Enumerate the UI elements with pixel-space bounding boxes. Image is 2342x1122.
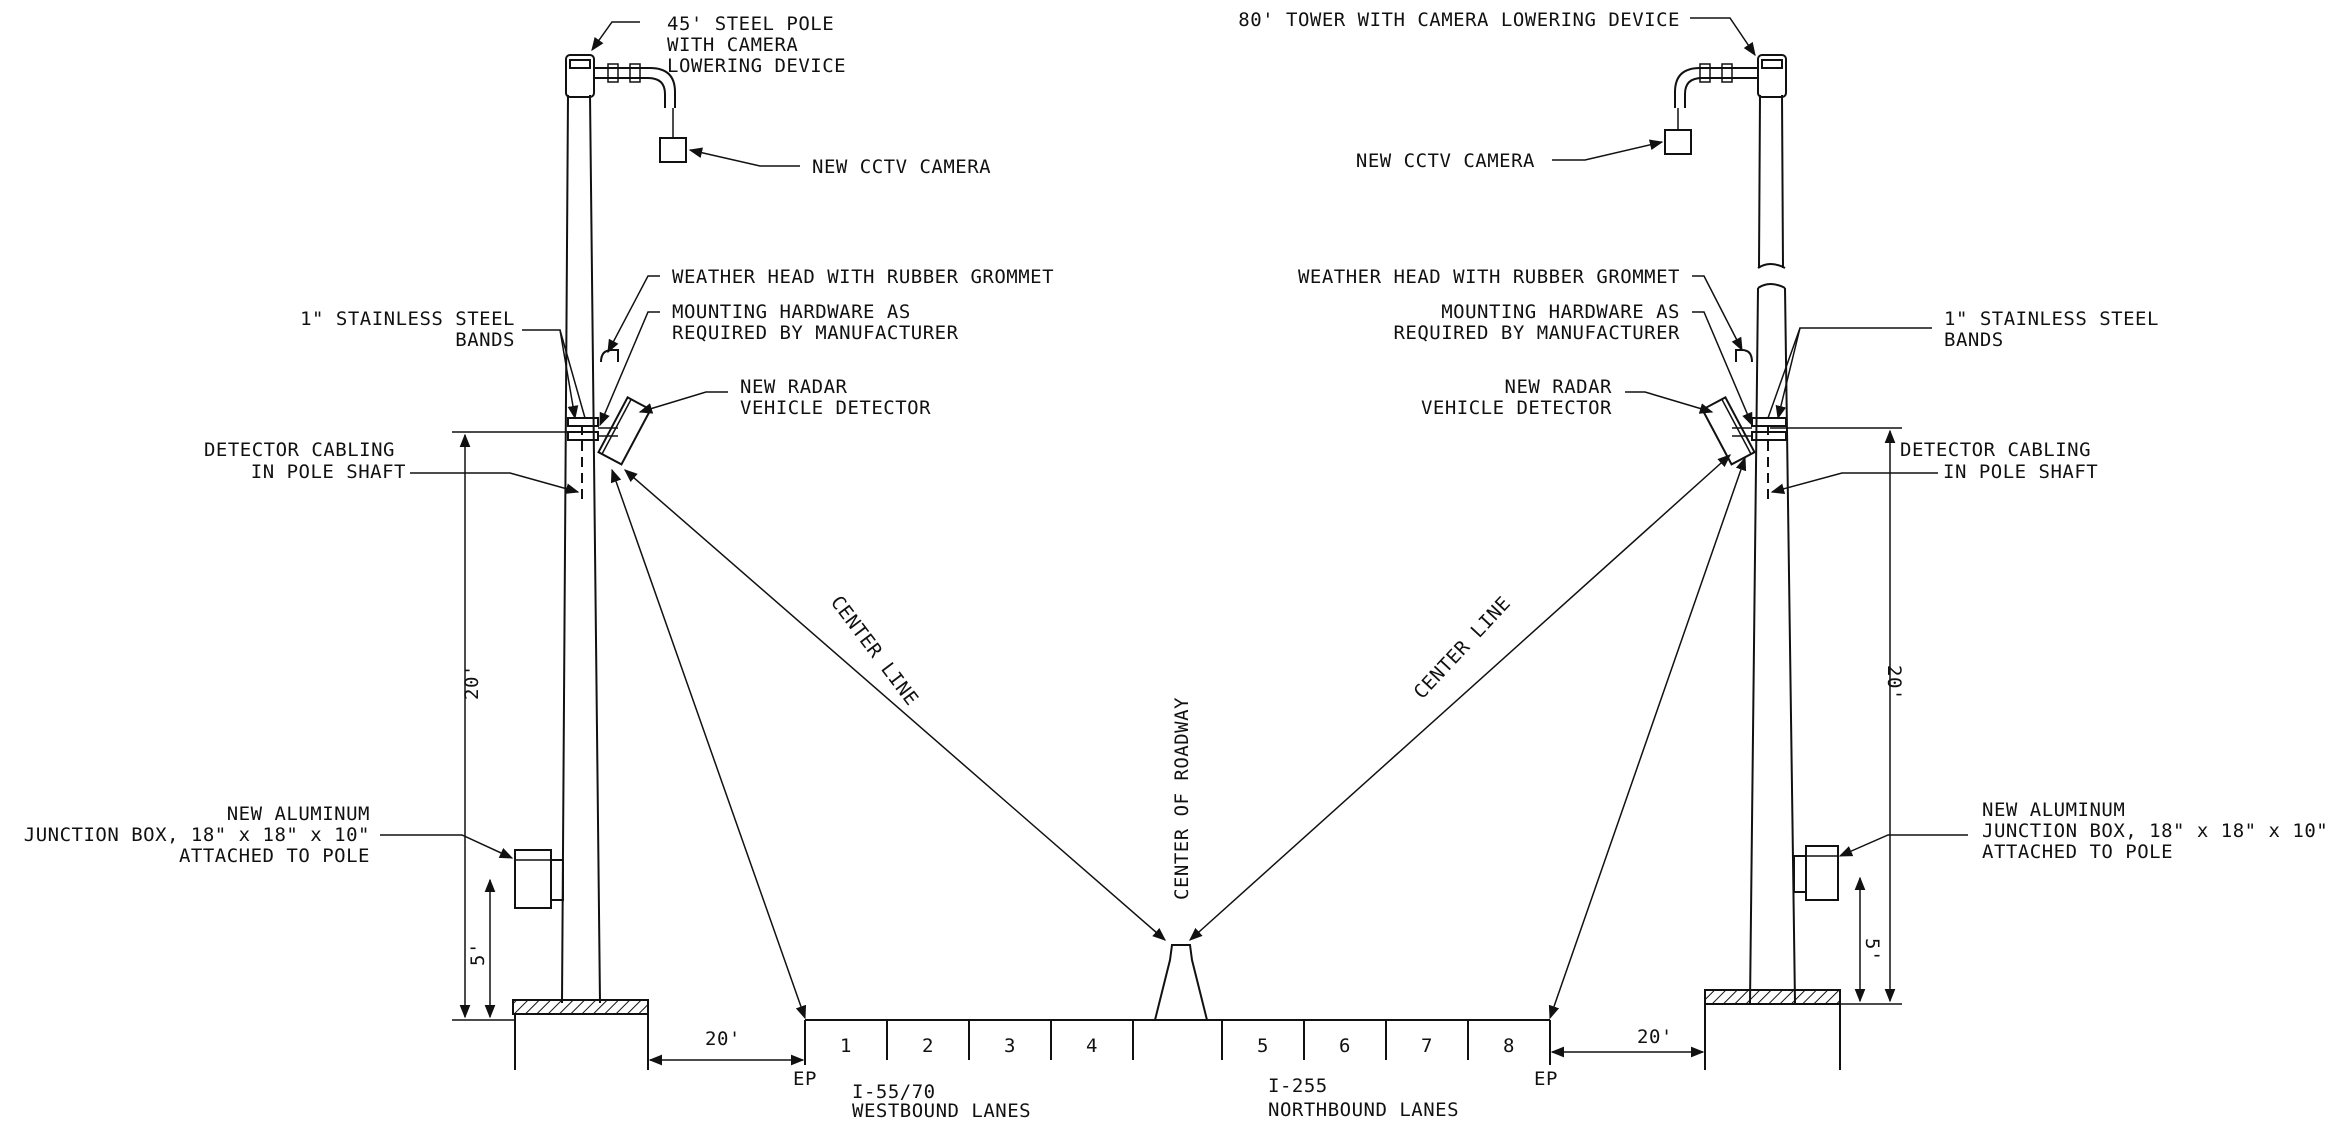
roadway	[804, 944, 1551, 1065]
right-junction-box	[1793, 845, 1839, 901]
left-radar-label: NEW RADAR	[740, 376, 848, 398]
lane-number: 7	[1421, 1035, 1433, 1057]
right-box-height-dim: 5'	[1861, 938, 1883, 962]
left-bands-label: BANDS	[455, 329, 515, 351]
westbound-route: I-55/70	[852, 1081, 936, 1103]
lane-number: 1	[840, 1035, 852, 1057]
left-box-height-dim: 5'	[467, 942, 489, 966]
lane-number: 5	[1257, 1035, 1269, 1057]
left-height-dim: 20'	[461, 664, 483, 700]
center-line-label-right: CENTER LINE	[1410, 592, 1516, 703]
westbound-lanes-label: WESTBOUND LANES	[852, 1100, 1031, 1122]
median-barrier	[1154, 944, 1208, 1021]
left-junction-box-label: NEW ALUMINUM	[227, 803, 370, 825]
right-junction-box-label: NEW ALUMINUM	[1982, 799, 2125, 821]
right-bands-label: BANDS	[1944, 329, 2004, 351]
left-bands-label: 1" STAINLESS STEEL	[300, 308, 515, 330]
left-cctv-camera	[659, 137, 687, 163]
lane-number: 8	[1503, 1035, 1515, 1057]
right-mounting-label: REQUIRED BY MANUFACTURER	[1393, 322, 1680, 344]
left-pole-assembly	[512, 54, 687, 1070]
lane-number: 6	[1339, 1035, 1351, 1057]
right-bands-label: 1" STAINLESS STEEL	[1944, 308, 2159, 330]
left-junction-box	[514, 849, 564, 909]
right-offset-dim: 20'	[1637, 1026, 1673, 1048]
left-radar-detector	[597, 396, 652, 466]
left-radar-label: VEHICLE DETECTOR	[740, 397, 931, 419]
northbound-lanes-label: NORTHBOUND LANES	[1268, 1099, 1459, 1121]
left-base-plate	[512, 999, 649, 1015]
right-weather-head-label: WEATHER HEAD WITH RUBBER GROMMET	[1298, 266, 1680, 288]
right-junction-box-label: JUNCTION BOX, 18" x 18" x 10"	[1982, 820, 2328, 842]
left-cabling-label: IN POLE SHAFT	[251, 461, 406, 483]
left-mounting-label: MOUNTING HARDWARE AS	[672, 301, 911, 323]
right-tower-label: 80' TOWER WITH CAMERA LOWERING DEVICE	[1238, 9, 1680, 31]
left-junction-box-label: ATTACHED TO POLE	[179, 845, 370, 867]
left-junction-box-label: JUNCTION BOX, 18" x 18" x 10"	[24, 824, 370, 846]
center-of-roadway-label: CENTER OF ROADWAY	[1171, 697, 1193, 900]
right-radar-label: NEW RADAR	[1505, 376, 1613, 398]
left-cabling-label: DETECTOR CABLING	[204, 439, 395, 461]
right-tower-assembly	[1664, 54, 1841, 1070]
left-camera-label: NEW CCTV CAMERA	[812, 156, 991, 178]
edge-of-pavement-right: EP	[1534, 1068, 1558, 1090]
right-cctv-camera	[1664, 129, 1692, 155]
lane-number: 2	[922, 1035, 934, 1057]
right-radar-detector	[1701, 396, 1756, 466]
right-radar-label: VEHICLE DETECTOR	[1421, 397, 1612, 419]
left-mounting-label: REQUIRED BY MANUFACTURER	[672, 322, 959, 344]
right-cabling-label: IN POLE SHAFT	[1943, 461, 2098, 483]
right-base-plate	[1704, 989, 1841, 1005]
right-camera-label: NEW CCTV CAMERA	[1356, 150, 1535, 172]
right-junction-box-label: ATTACHED TO POLE	[1982, 841, 2173, 863]
northbound-route: I-255	[1268, 1075, 1328, 1097]
left-pole-label: WITH CAMERA	[667, 34, 798, 56]
left-pole-label: LOWERING DEVICE	[667, 55, 846, 77]
right-height-dim: 20'	[1883, 665, 1905, 701]
lane-number: 4	[1086, 1035, 1098, 1057]
right-cabling-label: DETECTOR CABLING	[1900, 439, 2091, 461]
right-mounting-label: MOUNTING HARDWARE AS	[1441, 301, 1680, 323]
left-pole-label: 45' STEEL POLE	[667, 13, 834, 35]
left-offset-dim: 20'	[705, 1028, 741, 1050]
lane-number: 3	[1004, 1035, 1016, 1057]
center-line-label-left: CENTER LINE	[826, 592, 923, 710]
left-weather-head-label: WEATHER HEAD WITH RUBBER GROMMET	[672, 266, 1054, 288]
edge-of-pavement-left: EP	[793, 1068, 817, 1090]
